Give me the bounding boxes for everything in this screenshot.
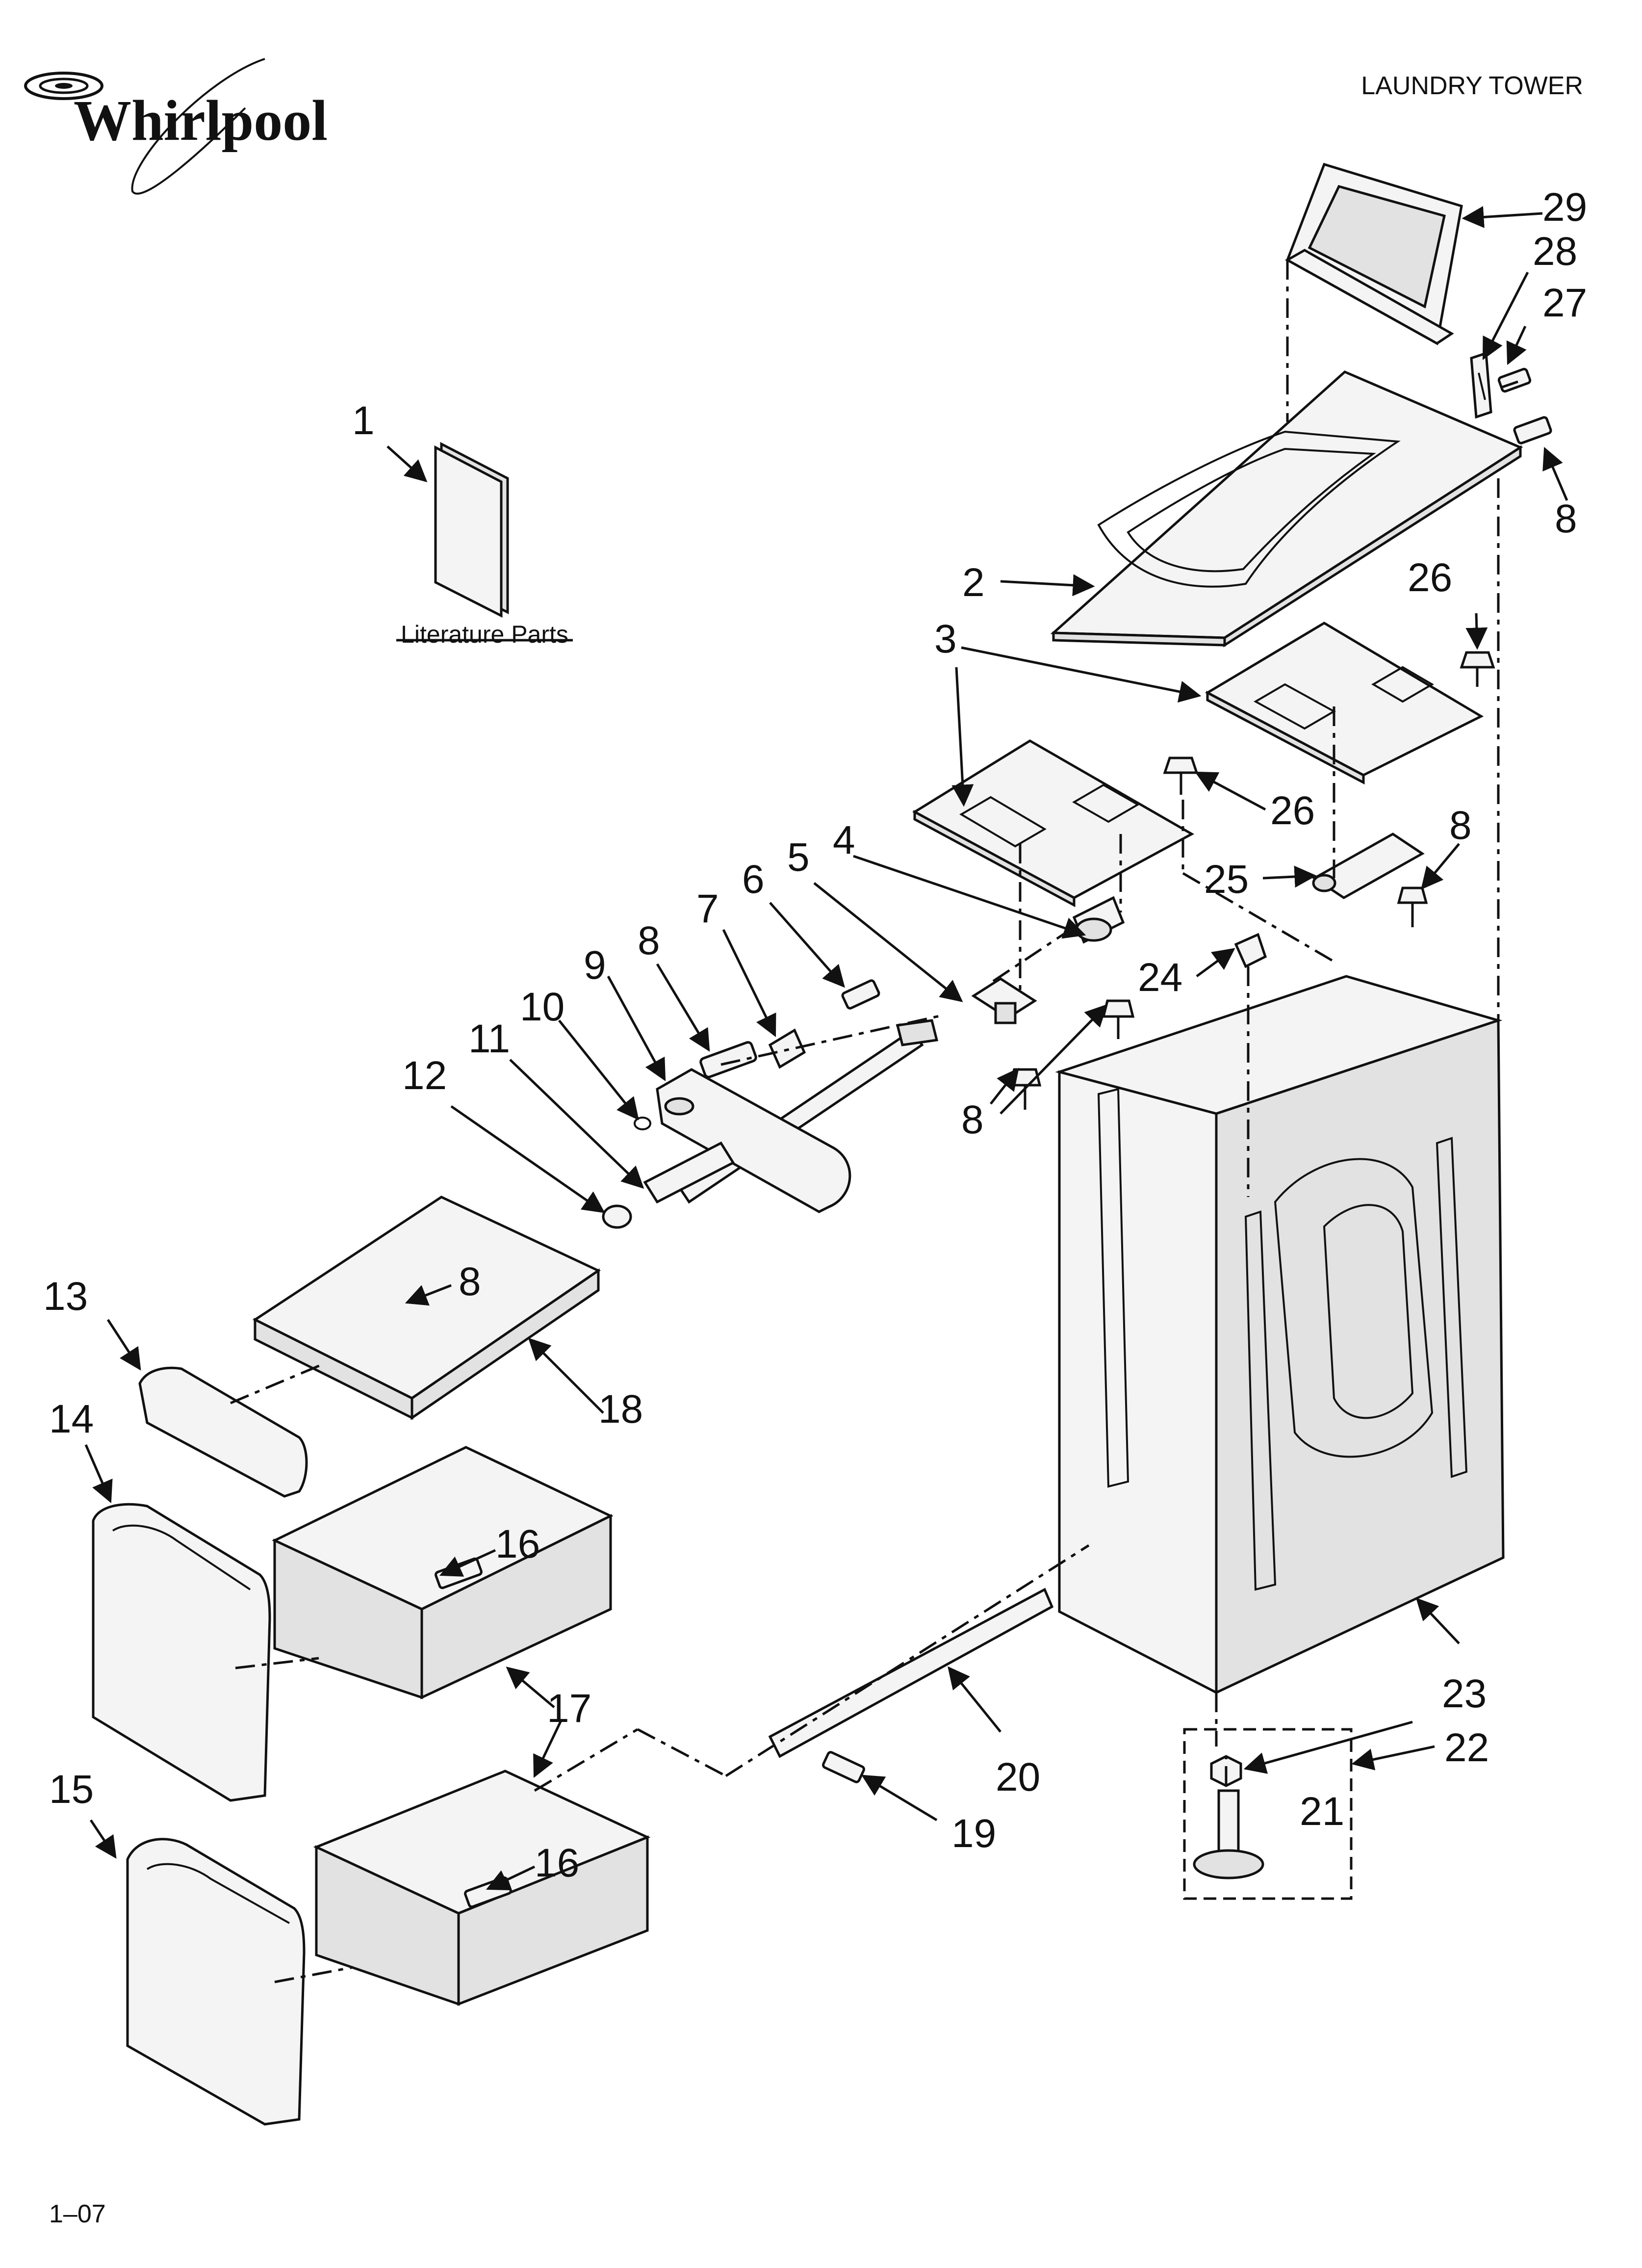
callout-28: 28	[1533, 229, 1577, 274]
callout-19: 19	[951, 1811, 996, 1856]
callout-29: 29	[1542, 185, 1587, 230]
callout-16-lower: 16	[535, 1841, 579, 1885]
washer-10	[634, 1117, 651, 1130]
brand-logo-text: Whirlpool	[74, 88, 328, 153]
terminal-block-25	[1312, 833, 1425, 899]
page-title: LAUNDRY TOWER	[1361, 72, 1583, 100]
callout-13: 13	[43, 1274, 88, 1319]
vent-clip	[1470, 351, 1492, 419]
callout-25: 25	[1204, 857, 1249, 902]
callout-22: 22	[1444, 1725, 1489, 1770]
callout-8-bracket: 8	[961, 1097, 984, 1142]
screw-26-upper	[1460, 651, 1495, 687]
callout-10: 10	[520, 985, 564, 1029]
callout-8-tray: 8	[459, 1259, 481, 1304]
screw-8-top	[1513, 416, 1552, 444]
screw-8-hinge	[699, 1041, 757, 1078]
panel-13	[138, 1366, 308, 1498]
screw-26-lower	[1163, 756, 1199, 795]
callout-12: 12	[402, 1053, 447, 1098]
callout-9: 9	[584, 943, 606, 988]
callout-23: 23	[1442, 1671, 1487, 1716]
bracket-upper	[1205, 622, 1484, 785]
callout-2: 2	[962, 560, 985, 605]
callout-11: 11	[468, 1017, 510, 1061]
screw-8-bracket-b	[1102, 999, 1135, 1039]
screw-19	[822, 1751, 865, 1783]
whirlpool-logo: Whirlpool	[24, 58, 328, 195]
callout-20: 20	[996, 1755, 1040, 1799]
callout-26-lower: 26	[1270, 788, 1315, 833]
leveling-foot-group	[1183, 1728, 1353, 1900]
top-vent	[1284, 162, 1463, 345]
literature-booklet	[434, 442, 509, 618]
callout-6: 6	[742, 857, 765, 902]
callout-8-mid: 8	[1449, 803, 1472, 848]
callout-labels: 1 2 3 4 5 6 7 8 9 10 11 12 13 14 15 16 1…	[43, 185, 1587, 1885]
front-15	[126, 1838, 306, 2126]
callout-1: 1	[352, 398, 375, 443]
callout-15: 15	[49, 1767, 94, 1812]
callout-8-hinge: 8	[638, 918, 660, 963]
callout-18: 18	[598, 1387, 643, 1432]
screw-8-mid	[1397, 886, 1428, 927]
callout-17: 17	[547, 1686, 591, 1731]
slide-rail-20	[768, 1588, 1054, 1758]
callout-26-upper: 26	[1408, 555, 1452, 600]
drawer-lower	[313, 1770, 651, 2006]
tube-11	[643, 1141, 735, 1204]
cap-12	[602, 1204, 632, 1229]
callout-7: 7	[696, 886, 719, 931]
top-panel	[1050, 370, 1523, 648]
elbow-24	[1234, 933, 1267, 968]
cabinet-23	[1055, 975, 1505, 1695]
callout-14: 14	[49, 1397, 94, 1441]
callout-5: 5	[787, 835, 810, 880]
callout-4: 4	[833, 818, 855, 862]
alignment-lines	[230, 260, 1500, 1983]
callout-3: 3	[934, 617, 957, 661]
screw-6	[841, 979, 880, 1010]
callout-27: 27	[1542, 281, 1587, 325]
screw-27	[1497, 367, 1532, 393]
leader-lines	[84, 206, 1568, 1890]
callout-8-top: 8	[1555, 496, 1577, 541]
footer-code: 1–07	[49, 2200, 106, 2228]
callout-21: 21	[1300, 1789, 1344, 1834]
front-14	[92, 1503, 271, 1802]
tray-18	[253, 1196, 601, 1420]
callout-16-upper: 16	[495, 1522, 540, 1566]
handle-9	[656, 1068, 851, 1213]
callout-24: 24	[1138, 955, 1182, 1000]
hinge-4	[1072, 896, 1125, 944]
hinge-plate-5	[971, 977, 1037, 1024]
literature-parts-label: Literature Parts	[401, 621, 568, 648]
bracket-lower	[912, 739, 1195, 908]
